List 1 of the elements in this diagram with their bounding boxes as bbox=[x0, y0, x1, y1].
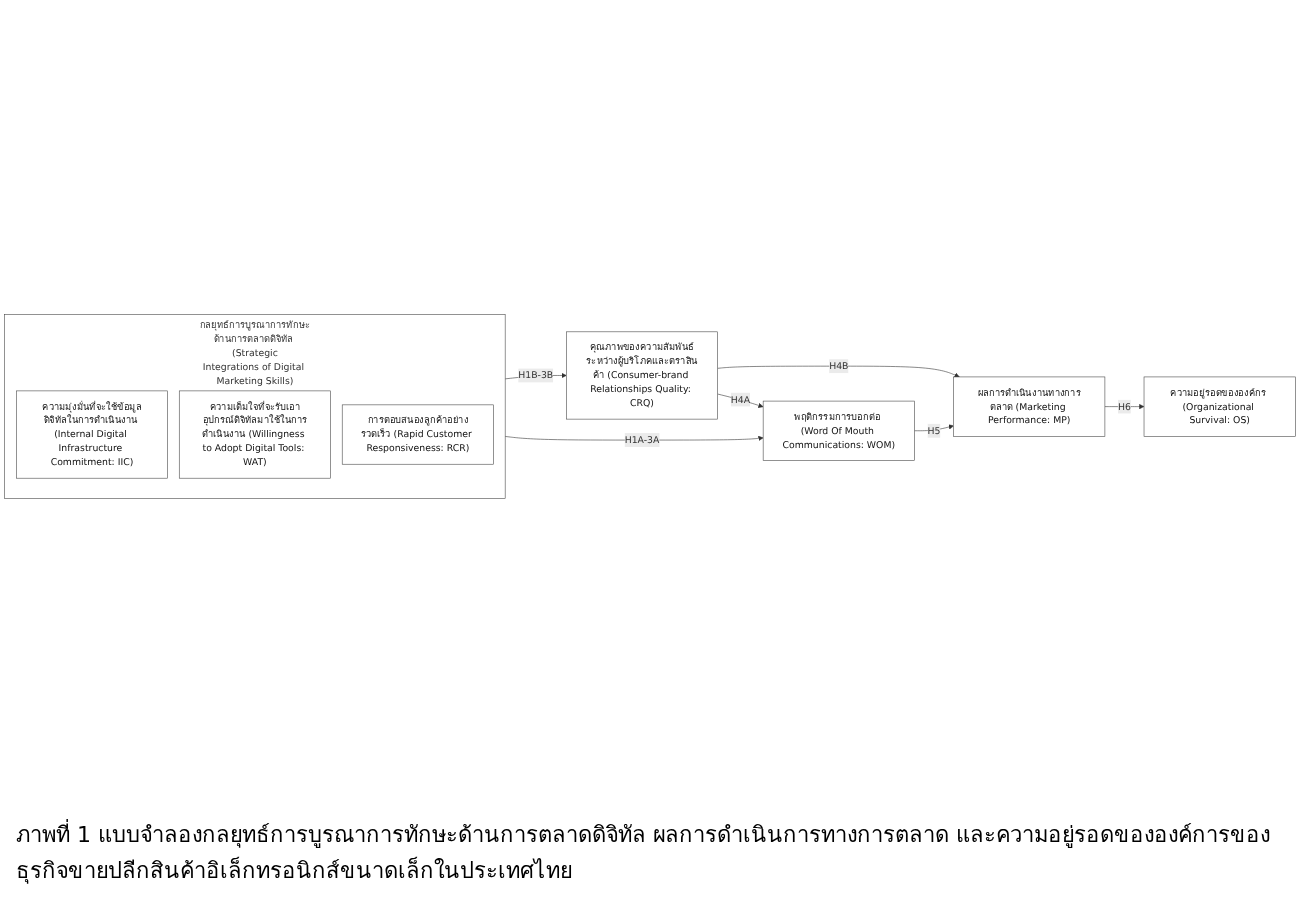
figure-caption: ภาพที่ 1 แบบจำลองกลยุทธ์การบูรณาการทักษะด้านการตลาดดิจิทัล ผลการดำเนินการทางการตลาด และความอยู่รอดขององค์การของธุรกิจขายปลีกสินค้าอิเล็กทรอนิกส์ขนาดเล็กในประเทศไทย bbox=[14, 817, 1272, 888]
